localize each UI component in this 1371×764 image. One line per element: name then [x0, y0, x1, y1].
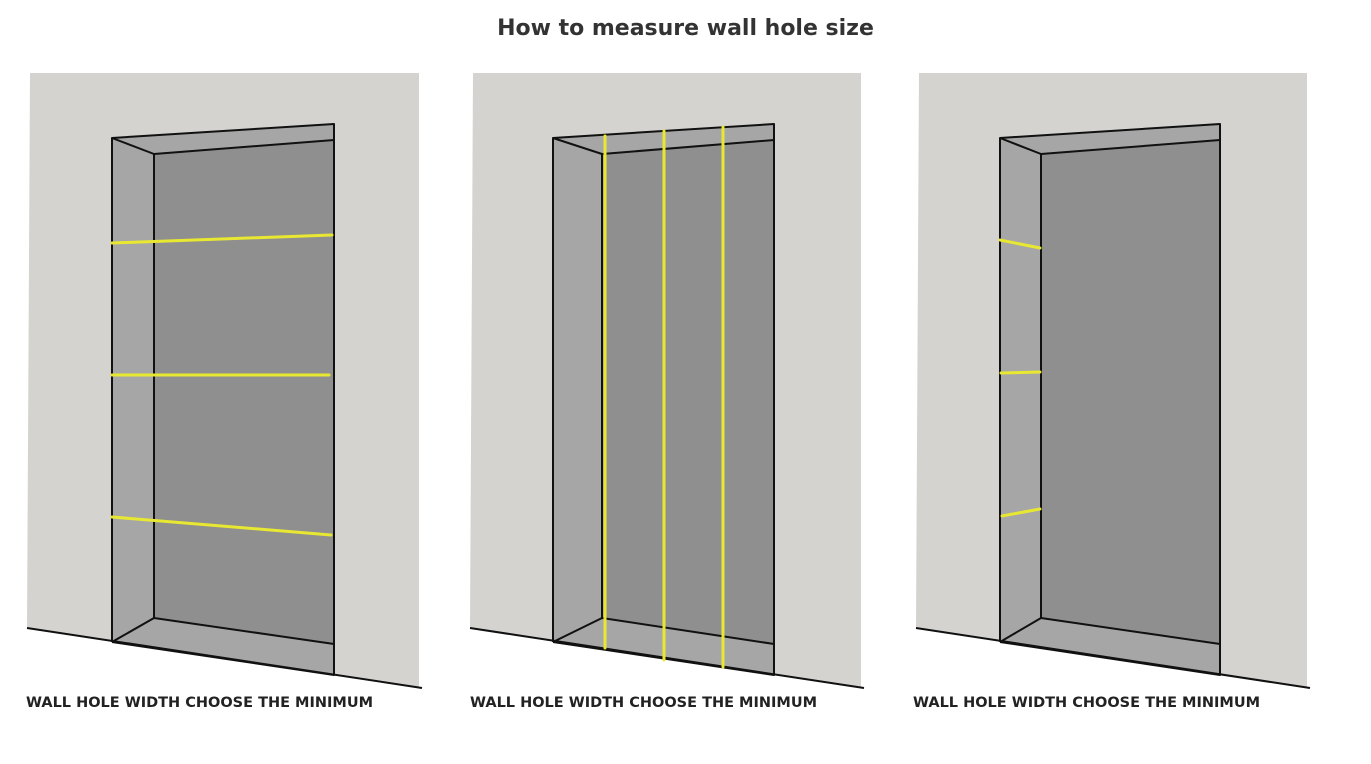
measure-lines — [603, 125, 725, 669]
hole-outline — [469, 123, 865, 689]
panel-caption-width: WALL HOLE WIDTH CHOOSE THE MINIMUM — [26, 695, 374, 711]
hole-back — [1041, 140, 1220, 644]
hole-back — [154, 140, 334, 644]
hole-outline — [915, 123, 1311, 689]
wall-hole-illustration — [26, 73, 423, 689]
measure-line-top — [998, 238, 1042, 250]
measure-line-bottom — [1000, 507, 1042, 518]
page-title: How to measure wall hole size — [497, 16, 874, 41]
wall-hole-illustration — [469, 73, 865, 689]
panel-caption-depth: WALL HOLE WIDTH CHOOSE THE MINIMUM — [913, 695, 1261, 711]
measure-line-middle — [999, 370, 1042, 375]
measure-line-bottom — [110, 515, 333, 537]
measure-lines — [998, 238, 1042, 518]
measure-lines — [110, 233, 334, 537]
measure-line-top — [110, 233, 334, 245]
hole-back — [602, 140, 774, 644]
wall-hole-diagram-depth — [913, 70, 1313, 695]
panel-caption-height: WALL HOLE WIDTH CHOOSE THE MINIMUM — [470, 695, 818, 711]
wall-hole-diagram-height — [468, 70, 868, 695]
hole-outline — [26, 123, 423, 689]
wall-hole-illustration — [915, 73, 1311, 689]
wall-hole-diagram-width — [24, 70, 424, 695]
